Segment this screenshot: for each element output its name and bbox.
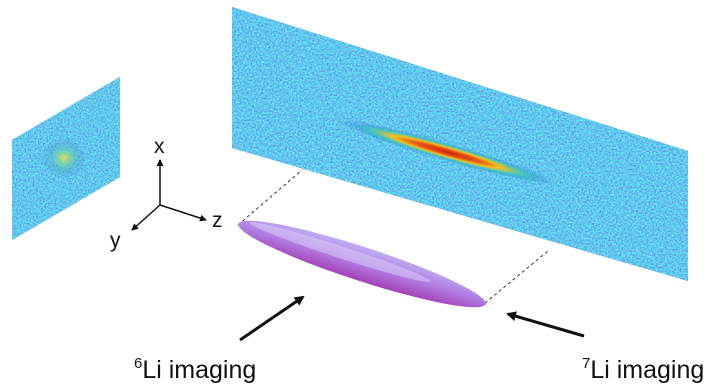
li7-cloud: [339, 119, 555, 185]
li6-imaging-caption: 6Li imaging: [134, 355, 256, 384]
li6-imaging-arrow: [239, 295, 305, 342]
li6-mass-number: 6: [134, 355, 142, 372]
li7-imaging-caption: 7Li imaging: [582, 355, 704, 384]
atom-cloud-ellipsoid: [238, 220, 486, 308]
li6-image-panel: [12, 77, 120, 240]
coordinate-axes: x z y: [110, 135, 223, 252]
li7-imaging-arrow: [506, 311, 585, 338]
li6-cloud: [42, 138, 86, 178]
li6-caption-text: Li imaging: [142, 356, 256, 384]
z-axis-label: z: [212, 209, 223, 232]
projection-line-right: [484, 250, 549, 304]
li7-caption-text: Li imaging: [590, 356, 704, 384]
y-axis-arrow: [131, 204, 161, 231]
y-axis-label: y: [110, 229, 121, 252]
li7-mass-number: 7: [582, 355, 590, 372]
z-axis-arrow: [159, 204, 207, 222]
projection-line-left: [237, 169, 303, 226]
x-axis-label: x: [154, 135, 165, 158]
